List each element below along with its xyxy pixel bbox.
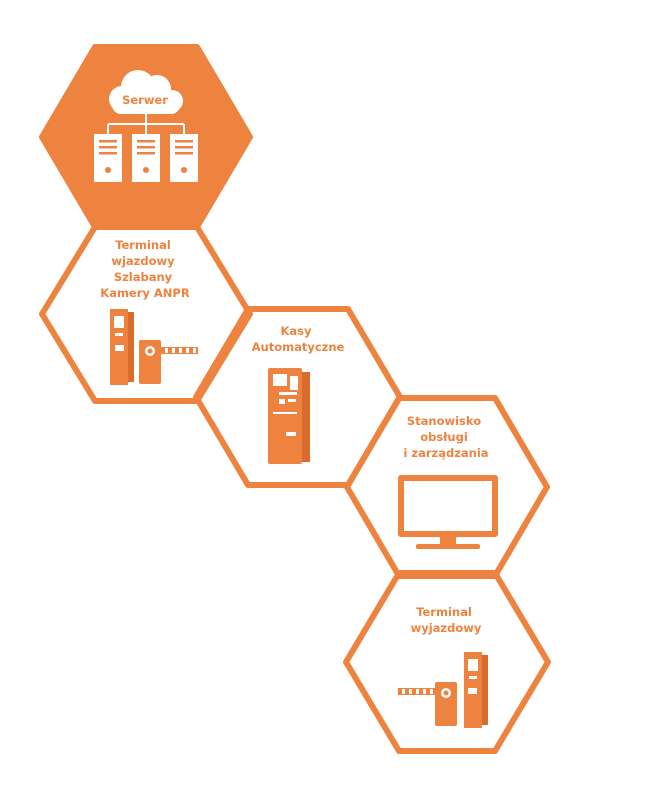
hex-stanowisko: Stanowisko obsługi i zarządzania (344, 395, 550, 579)
hex-terminal-wyjazdowy: Terminal wyjazdowy (343, 570, 551, 754)
exit-terminal-barrier-icon (398, 652, 488, 728)
node-label-terminal-wjazdowy: Terminal wjazdowy Szlabany Kamery ANPR (100, 238, 190, 300)
monitor-icon (398, 475, 498, 549)
hex-serwer: Serwer (39, 44, 253, 230)
server-rack-icon (94, 134, 198, 182)
node-label-terminal-wyjazdowy: Terminal wyjazdowy (411, 605, 482, 635)
hex-kasy: Kasy Automatyczne (193, 306, 403, 488)
node-label-serwer: Serwer (122, 93, 168, 107)
server-cloud-icon (94, 70, 198, 182)
node-label-stanowisko: Stanowisko obsługi i zarządzania (403, 414, 488, 460)
node-label-kasy: Kasy Automatyczne (252, 324, 345, 354)
hex-terminal-wjazdowy: Terminal wjazdowy Szlabany Kamery ANPR (39, 224, 253, 404)
entry-terminal-barrier-icon (110, 309, 198, 385)
payment-kiosk-icon (268, 368, 310, 464)
